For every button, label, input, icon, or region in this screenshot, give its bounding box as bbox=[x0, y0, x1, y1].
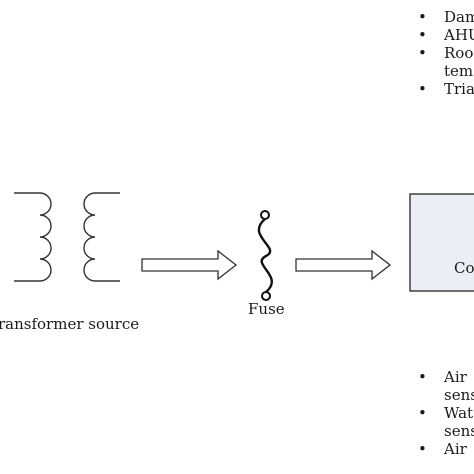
controller-box bbox=[409, 193, 474, 292]
top-bullet-item: Roo bbox=[418, 44, 474, 62]
transformer-secondary-coil bbox=[83, 192, 120, 282]
top-bullet-item: AHU bbox=[418, 26, 474, 44]
transformer-primary-coil bbox=[14, 192, 52, 282]
fuse-label: Fuse bbox=[248, 300, 285, 318]
transformer-label: ransformer source bbox=[0, 315, 140, 333]
top-bullet-continuation: tem bbox=[444, 62, 474, 80]
bottom-bullet-item: Air bbox=[418, 368, 474, 386]
bottom-bullet-list: Air sens Wat sens Air bbox=[418, 368, 474, 458]
bottom-bullet-continuation: sens bbox=[444, 386, 474, 404]
top-bullet-list: Dam AHU Roo tem Tria bbox=[418, 8, 474, 98]
top-bullet-item: Dam bbox=[418, 8, 474, 26]
top-bullet-item: Tria bbox=[418, 80, 474, 98]
flow-arrow-fuse-to-controller bbox=[295, 249, 392, 281]
bottom-bullet-item: Air bbox=[418, 440, 474, 458]
flow-arrow-transformer-to-fuse bbox=[141, 249, 238, 281]
bottom-bullet-continuation: sens bbox=[444, 422, 474, 440]
controller-label: Co bbox=[454, 259, 474, 277]
fuse-symbol bbox=[257, 210, 273, 301]
bottom-bullet-item: Wat bbox=[418, 404, 474, 422]
